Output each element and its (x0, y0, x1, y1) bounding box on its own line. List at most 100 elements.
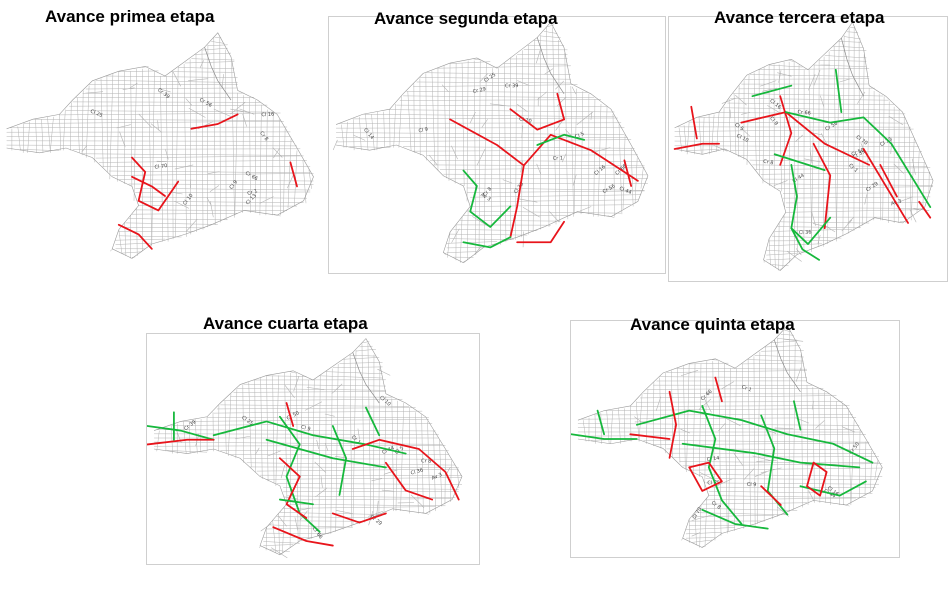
route-in-progress (147, 438, 215, 446)
route-in-progress (629, 433, 671, 440)
route-in-progress (760, 485, 782, 506)
title-stage-5: Avance quinta etapa (630, 315, 795, 334)
route-in-progress (673, 142, 720, 150)
route-in-progress (812, 142, 832, 230)
route-in-progress (623, 159, 633, 187)
route-completed (278, 498, 314, 506)
street-label: Cr 50 (286, 410, 301, 422)
route-completed (701, 508, 769, 530)
street-label: Cl 5 (733, 122, 744, 132)
street-label: Cr 66 (797, 109, 811, 116)
street-label: Cr 8 (763, 159, 774, 167)
route-completed (790, 227, 821, 261)
route-in-progress (131, 156, 180, 212)
route-completed (793, 400, 802, 431)
route-in-progress (688, 461, 723, 492)
street-label: Cl 25 (707, 480, 720, 486)
street-label: Cl 36 (799, 230, 812, 237)
route-completed (834, 68, 843, 113)
street-label: Cl 10 (182, 193, 195, 207)
street-label: Cr 56 (824, 121, 839, 133)
route-completed (751, 84, 793, 98)
route-completed (331, 425, 348, 496)
street-label: Cr 8 (258, 130, 269, 142)
street-label: Cl 10 (735, 133, 749, 144)
title-stage-1: Avance primea etapa (45, 7, 215, 26)
routes-layer (117, 113, 298, 250)
route-in-progress (278, 457, 308, 519)
route-completed (212, 420, 407, 455)
route-in-progress (918, 200, 932, 219)
street-label: Cr 39 (156, 87, 170, 100)
title-stage-3: Avance tercera etapa (714, 8, 885, 27)
route-in-progress (384, 461, 434, 501)
street-label: Cl 70 (691, 506, 703, 520)
street-label: Cr 8 (482, 186, 493, 198)
street-label: Cr 1 (847, 163, 859, 174)
route-in-progress (131, 175, 166, 197)
street-label: Cr 66 (700, 389, 714, 402)
street-label: Cl 70 (154, 163, 168, 171)
route-in-progress (862, 148, 909, 224)
route-completed (681, 442, 861, 469)
route-completed (701, 405, 743, 525)
route-in-progress (509, 164, 525, 239)
street-label: Cr 56 (602, 183, 617, 195)
route-in-progress (516, 220, 565, 244)
title-stage-2: Avance segunda etapa (374, 9, 558, 28)
street-label: Cr 39 (505, 83, 518, 89)
route-completed (635, 409, 874, 464)
route-in-progress (272, 526, 334, 547)
street-label: Cl 44 (618, 186, 632, 196)
street-label: Cr 1 (741, 384, 753, 393)
routes-layer (571, 376, 874, 530)
street-label: Cl 16 (593, 164, 607, 177)
route-in-progress (806, 461, 828, 497)
route-in-progress (668, 390, 677, 459)
street-label: Av 3 (431, 472, 443, 482)
street-label: Cr 1 (350, 434, 362, 445)
route-in-progress (879, 163, 898, 198)
route-completed (799, 480, 867, 497)
street-label: Cl 9 (768, 116, 779, 127)
street-label: Cr 56 (198, 97, 213, 109)
route-completed (265, 438, 387, 469)
street-label: Cl 44 (381, 445, 395, 456)
route-completed (462, 169, 512, 228)
route-in-progress (449, 118, 525, 167)
route-in-progress (740, 111, 871, 166)
route-in-progress (285, 402, 295, 427)
street-label: Cr 1 (553, 156, 563, 162)
route-in-progress (779, 95, 793, 166)
street-label: Av 3 (479, 192, 491, 203)
route-in-progress (351, 438, 460, 501)
route-in-progress (117, 223, 153, 250)
street-label: Cl 25 (89, 109, 103, 119)
street-label: Cl 16 (261, 112, 274, 119)
street-label: Cl 13 (879, 136, 893, 148)
title-stage-4: Avance cuarta etapa (203, 314, 368, 333)
routes-layer (147, 402, 460, 547)
route-in-progress (690, 105, 698, 140)
route-in-progress (331, 512, 387, 524)
route-completed (278, 415, 321, 533)
street-label: Cl 5 (574, 131, 585, 140)
street-label: Cl 9 (418, 127, 429, 135)
street-label: Cl 9 (747, 482, 757, 488)
street-label: Cr 8 (710, 500, 722, 511)
street-label: Cr 50 (851, 147, 866, 158)
street-label: Cr 1 (247, 188, 259, 197)
